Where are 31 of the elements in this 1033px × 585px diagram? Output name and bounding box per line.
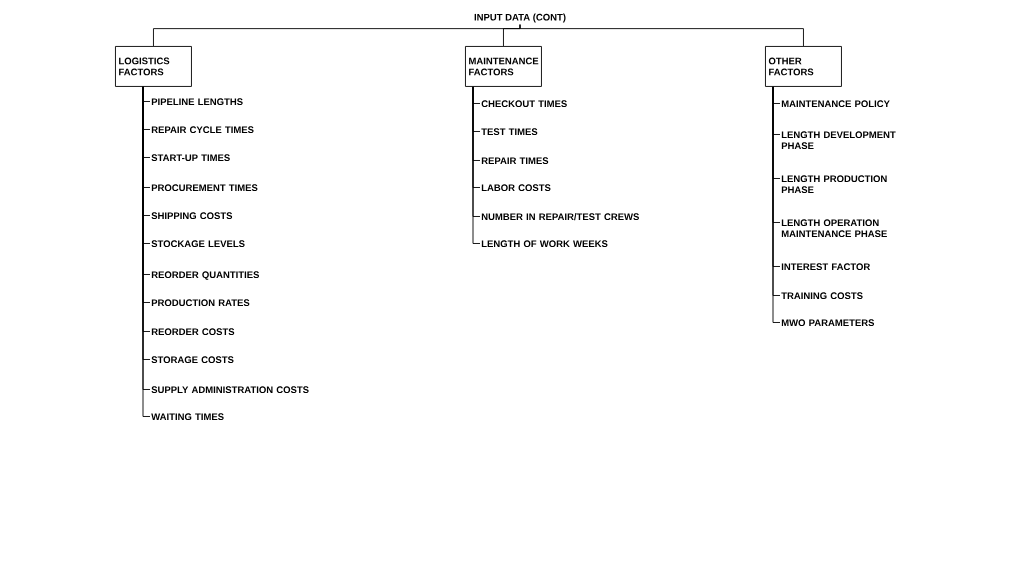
item-label: STOCKAGE LEVELS: [151, 240, 245, 248]
item-label: PRODUCTION RATES: [151, 299, 250, 307]
item-label: TEST TIMES: [481, 128, 538, 136]
category-box: LOGISTICS FACTORS: [115, 46, 192, 87]
item-label: REORDER COSTS: [151, 328, 235, 336]
category-box: OTHER FACTORS: [765, 46, 842, 87]
item-label: PROCUREMENT TIMES: [151, 184, 258, 192]
item-label: LENGTH PRODUCTION PHASE: [781, 175, 887, 194]
connector-line: [519, 24, 804, 47]
item-label: MWO PARAMETERS: [781, 319, 875, 327]
item-label: TRAINING COSTS: [781, 292, 863, 300]
item-label: LENGTH OPERATION MAINTENANCE PHASE: [781, 219, 887, 238]
connector-line: [472, 86, 481, 244]
item-label: REPAIR TIMES: [481, 157, 549, 165]
item-label: REPAIR CYCLE TIMES: [151, 126, 254, 134]
item-label: CHECKOUT TIMES: [481, 100, 567, 108]
item-label: LENGTH OF WORK WEEKS: [481, 240, 608, 248]
item-label: PIPELINE LENGTHS: [151, 98, 243, 106]
item-label: STORAGE COSTS: [151, 356, 234, 364]
item-label: REORDER QUANTITIES: [151, 271, 260, 280]
category-box: MAINTENANCE FACTORS: [465, 46, 542, 87]
item-label: INTEREST FACTOR: [781, 263, 871, 271]
item-label: LABOR COSTS: [481, 184, 551, 192]
item-label: MAINTENANCE POLICY: [781, 100, 890, 108]
item-label: WAITING TIMES: [151, 413, 224, 421]
item-label: SUPPLY ADMINISTRATION COSTS: [151, 386, 309, 394]
item-label: LENGTH DEVELOPMENT PHASE: [781, 131, 896, 150]
heading: INPUT DATA (CONT): [474, 13, 566, 23]
item-label: SHIPPING COSTS: [151, 212, 233, 220]
item-label: START-UP TIMES: [151, 154, 230, 162]
item-label: NUMBER IN REPAIR/TEST CREWS: [481, 213, 639, 221]
